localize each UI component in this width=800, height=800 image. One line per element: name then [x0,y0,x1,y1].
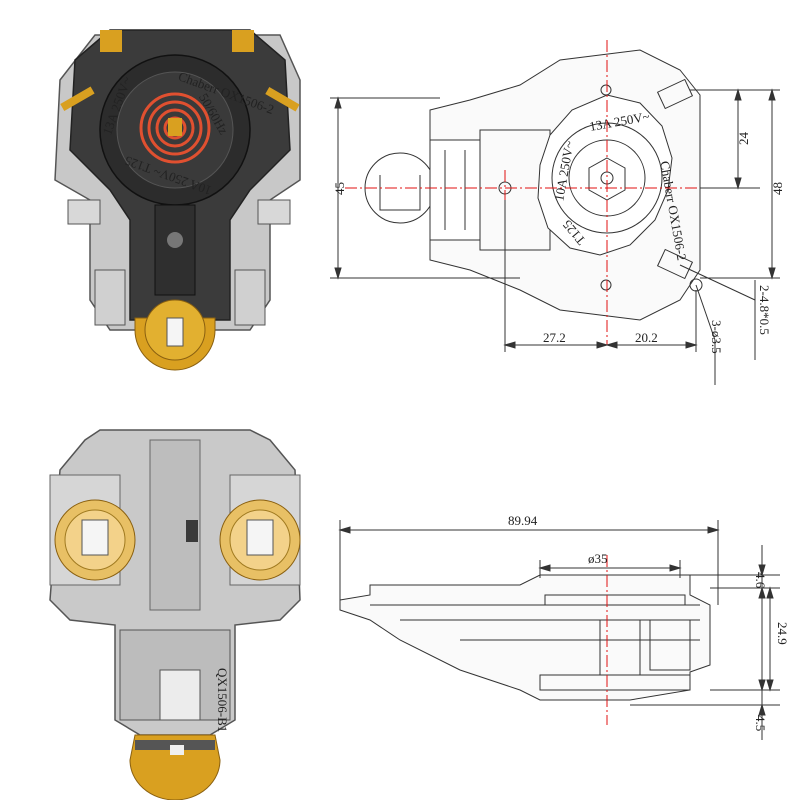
dim-45: 45 [332,182,347,195]
part-label: QX1506-B1 [215,668,230,732]
dim-hole-spec: 3-ø3.5 [709,320,724,354]
top-right-dimension-labels: 45 24 48 27.2 20.2 2-4.8*0.5 3-ø3.5 [332,132,785,354]
top-left-render: Chaberr OX1506-2 13A 250V~ 50/60Hz 10A 2… [54,29,301,371]
dim-4-5: 4.5 [753,715,768,731]
dim-4-6: 4.6 [753,572,768,589]
bottom-right-dimension-labels: 89.94 ø35 4.6 24.9 4.5 [508,513,790,731]
dim-terminal-spec: 2-4.8*0.5 [757,285,772,335]
bottom-right-drawing [338,520,780,740]
dim-89-94: 89.94 [508,513,538,528]
dim-20-2: 20.2 [635,330,658,345]
dim-48: 48 [770,182,785,195]
dim-24: 24 [736,132,751,146]
centerlines [345,40,745,345]
dim-27-2: 27.2 [543,330,566,345]
top-right-drawing: 13A 250V~ 10A 250V~ Chaberr OX1506-2 T12… [330,40,780,385]
bottom-left-render: QX1506-B1 [49,429,301,800]
dim-24-9: 24.9 [775,622,790,645]
dim-diameter-35: ø35 [588,551,608,566]
